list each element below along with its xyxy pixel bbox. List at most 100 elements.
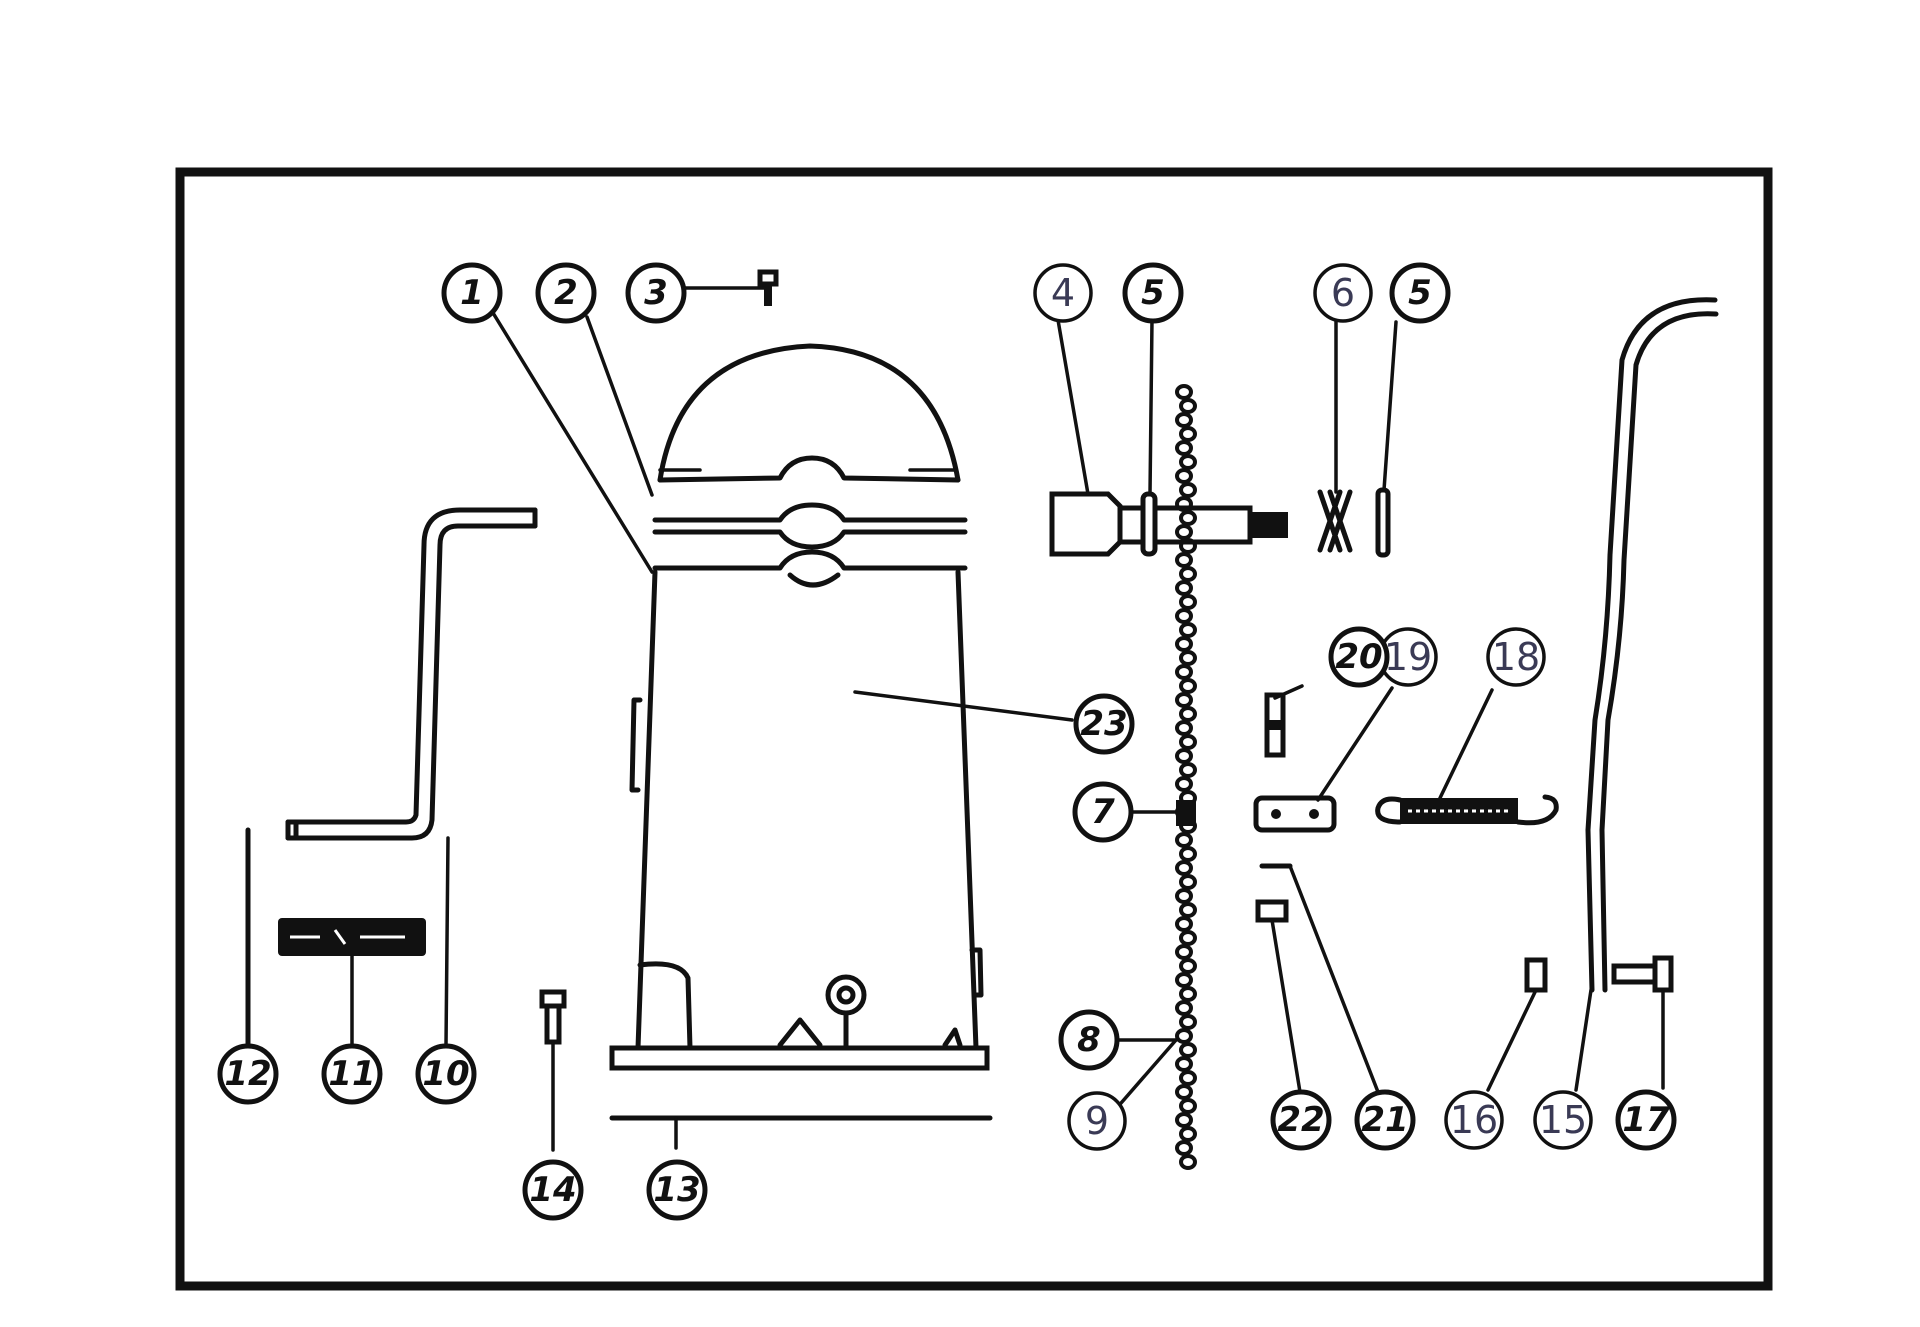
callout-circle (1328, 626, 1390, 688)
chain-link (1175, 524, 1193, 540)
callout-circle (1313, 263, 1373, 323)
chain-link (1175, 636, 1193, 652)
callout-c20: 20 (1328, 626, 1390, 688)
callout-circle (646, 1159, 708, 1221)
chain-link (1179, 706, 1197, 722)
chain-link (1179, 874, 1197, 890)
crank-handle-10 (285, 507, 538, 841)
chain-link (1175, 1084, 1193, 1100)
callout-label: 6 (1331, 271, 1355, 315)
callout-c1: 1 (441, 262, 503, 324)
callout-circle (217, 1043, 279, 1105)
screw-3 (757, 269, 779, 306)
bolt-14 (539, 989, 567, 1045)
chain-link (1179, 1070, 1197, 1086)
callout-circle (625, 262, 687, 324)
chain-link (1175, 748, 1193, 764)
callout-circle (1389, 262, 1451, 324)
housing-base-plate (609, 1045, 990, 1071)
chain-8-9 (1175, 384, 1197, 1170)
callout-circle (1122, 262, 1184, 324)
callout-circle (1533, 1090, 1593, 1150)
callout-label: 19 (1384, 635, 1432, 679)
callout-c13: 13 (646, 1159, 708, 1221)
housing-body (629, 549, 984, 1051)
callout-circle (1615, 1089, 1677, 1151)
washer-5a (1140, 491, 1158, 557)
leader-lines (350, 286, 1665, 1152)
callout-label: 17 (1622, 1100, 1670, 1140)
diagram-frame (175, 167, 1773, 1291)
chain-link (1175, 664, 1193, 680)
chain-link (1179, 566, 1197, 582)
chain-link (1179, 1098, 1197, 1114)
chain-link (1175, 860, 1193, 876)
shaft-assembly-4 (1049, 491, 1288, 557)
callout-label: 9 (1085, 1099, 1109, 1143)
chain-link (1179, 762, 1197, 778)
chain-link (1179, 930, 1197, 946)
callout-label: 1 (460, 273, 484, 313)
chain-link (1179, 426, 1197, 442)
chain-link (1179, 734, 1197, 750)
callout-c17: 17 (1615, 1089, 1677, 1151)
chain-link (1175, 1140, 1193, 1156)
callout-c15: 15 (1533, 1090, 1593, 1150)
callout-c8: 8 (1058, 1009, 1120, 1071)
callout-label: 3 (644, 273, 668, 313)
callout-circle (415, 1043, 477, 1105)
callout-c14: 14 (522, 1159, 584, 1221)
chain-link (1175, 692, 1193, 708)
chain-link (1175, 1000, 1193, 1016)
callout-circle (1444, 1090, 1504, 1150)
handle-grip-11 (278, 918, 426, 956)
link-plate-19 (1253, 795, 1337, 833)
callout-c9: 9 (1067, 1091, 1127, 1151)
chain-link (1179, 482, 1197, 498)
lever-rod-15 (1585, 297, 1718, 993)
pin-20 (1264, 692, 1286, 758)
callout-label: 23 (1080, 704, 1127, 744)
chain-link (1179, 594, 1197, 610)
chain-link (1179, 538, 1197, 554)
chain-link (1175, 608, 1193, 624)
spring-6 (1317, 489, 1353, 553)
callout-c23: 23 (1073, 693, 1135, 755)
callout-c2: 2 (535, 262, 597, 324)
chain-link (1179, 622, 1197, 638)
callout-label: 2 (554, 273, 578, 313)
callout-c12: 12 (217, 1043, 279, 1105)
callout-circle (1033, 263, 1093, 323)
chain-link (1175, 832, 1193, 848)
callout-c19: 19 (1378, 627, 1438, 687)
chain-link (1179, 902, 1197, 918)
callout-circle (321, 1043, 383, 1105)
callout-label: 15 (1539, 1098, 1587, 1142)
callout-c21: 21 (1354, 1089, 1416, 1151)
callout-c7: 7 (1072, 781, 1134, 843)
callout-c22: 22 (1270, 1089, 1332, 1151)
chain-link (1175, 412, 1193, 428)
chain-link (1175, 776, 1193, 792)
chain-link (1175, 552, 1193, 568)
callout-circle (1067, 1091, 1127, 1151)
callout-label: 13 (653, 1170, 700, 1210)
chain-link (1175, 440, 1193, 456)
callout-c4: 4 (1033, 263, 1093, 323)
chain-link (1179, 650, 1197, 666)
chain-link (1179, 1042, 1197, 1058)
callout-label: 14 (529, 1170, 576, 1210)
chain-link (1179, 1014, 1197, 1030)
chain-link (1175, 496, 1193, 512)
callout-circle (1486, 627, 1546, 687)
callout-c3: 3 (625, 262, 687, 324)
callout-c10: 10 (415, 1043, 477, 1105)
chain-link (1175, 384, 1193, 400)
callout-c11: 11 (321, 1043, 383, 1105)
callout-circle (535, 262, 597, 324)
callout-c5a: 5 (1122, 262, 1184, 324)
housing-dome-cover (657, 343, 961, 483)
chain-link (1179, 678, 1197, 694)
chain-link (1175, 1028, 1193, 1044)
nut-16 (1524, 957, 1548, 993)
